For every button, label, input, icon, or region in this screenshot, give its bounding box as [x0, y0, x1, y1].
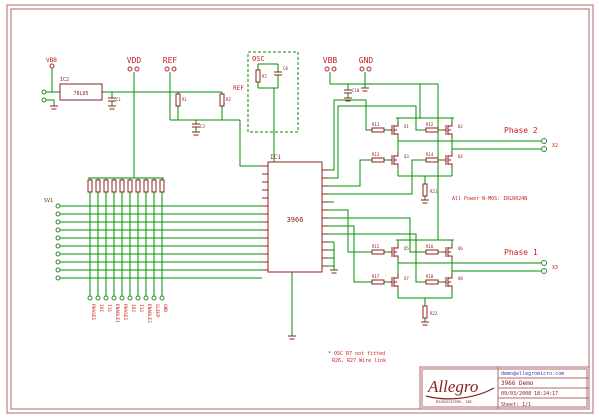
- osc-note-2: R26, R27 Wire link: [332, 358, 386, 364]
- ic-ref: IC1: [270, 154, 281, 161]
- signal-label-6: I12: [138, 304, 144, 312]
- osc-section-box: [247, 51, 299, 133]
- main-ic: [262, 161, 328, 273]
- components: [49, 51, 453, 340]
- allegro-logo: Allegro: [427, 377, 478, 396]
- vbb-label: VBB: [323, 56, 338, 65]
- q6-ref: Q6: [458, 246, 463, 251]
- title-block: Allegro MICROSYSTEMS, INC. demo@allegrom…: [419, 366, 590, 410]
- titleblock-project: 3966 Demo: [501, 380, 534, 387]
- vdd-label: VDD: [127, 56, 142, 65]
- titleblock-sheet: Sheet: 1/1: [501, 402, 531, 408]
- labels: VBB VDD REF OSC REF VBB GND Phase 2 Phas…: [44, 55, 558, 364]
- vbb-left-label: VBB: [46, 57, 57, 64]
- mosfet-q1: [388, 121, 399, 139]
- connector-ref: SV1: [44, 198, 53, 204]
- r22-ref: R22: [430, 311, 438, 316]
- x2-label: X2: [552, 143, 558, 149]
- mosfet-q6: [442, 243, 453, 261]
- r16-ref: R16: [426, 244, 434, 249]
- mosfet-q8: [442, 273, 453, 291]
- r18-ref: R18: [426, 274, 434, 279]
- regulator-ref: IC2: [60, 77, 69, 83]
- r1-ref: R1: [182, 97, 187, 102]
- titleblock-email: demo@allegromicro.com: [501, 371, 564, 377]
- r11-ref: R11: [372, 122, 380, 127]
- x3-label: X3: [552, 265, 558, 271]
- q3-ref: Q3: [404, 154, 409, 159]
- nmos-note: All Power N-MOS: IRLR024N: [452, 196, 527, 202]
- q8-ref: Q8: [458, 276, 463, 281]
- voltage-regulator: [59, 83, 103, 101]
- mosfet-q4: [442, 151, 453, 169]
- mosfet-q5: [388, 243, 399, 261]
- mosfet-q2: [442, 121, 453, 139]
- mosfet-q3: [388, 151, 399, 169]
- q7-ref: Q7: [404, 276, 409, 281]
- signal-label-3: ENABLE1: [114, 304, 120, 323]
- drawing-frame: [6, 4, 594, 414]
- r17-ref: R17: [372, 274, 380, 279]
- q1-ref: Q1: [404, 124, 409, 129]
- ref-label: REF: [163, 56, 178, 65]
- r13-ref: R13: [372, 152, 380, 157]
- ic-value: 3966: [287, 216, 304, 224]
- c8-ref: C8: [283, 66, 288, 71]
- mosfet-q7: [388, 273, 399, 291]
- signal-label-4: PHASE2: [122, 304, 128, 321]
- signal-label-1: I01: [98, 304, 104, 312]
- r15-ref: R15: [372, 244, 380, 249]
- q4-ref: Q4: [458, 154, 463, 159]
- r2-ref: R2: [226, 97, 231, 102]
- q2-ref: Q2: [458, 124, 463, 129]
- wires: [46, 63, 541, 336]
- r21-ref: R21: [430, 189, 438, 194]
- connector-pads: [41, 63, 547, 301]
- phase1-label: Phase 1: [504, 248, 538, 257]
- signal-label-2: I11: [106, 304, 112, 312]
- r12-ref: R12: [426, 122, 434, 127]
- signal-label-0: PHASE1: [90, 304, 96, 321]
- r7-ref: R7: [262, 74, 267, 79]
- ref-inner-label: REF: [233, 85, 244, 92]
- gnd-label: GND: [359, 56, 374, 65]
- c10-ref: C10: [352, 88, 360, 93]
- titleblock-datetime: 09/03/2008 18:24:17: [501, 391, 558, 397]
- signal-label-9: GND: [162, 304, 168, 312]
- signal-label-7: ENABLE2: [146, 304, 152, 323]
- osc-note-1: * OSC R7 not fitted: [328, 351, 385, 357]
- c3-ref: C3: [200, 124, 205, 129]
- signal-label-5: I02: [130, 304, 136, 312]
- phase2-label: Phase 2: [504, 126, 538, 135]
- regulator-value: 78L05: [73, 91, 88, 97]
- signal-label-8: SLEEP: [154, 304, 160, 318]
- allegro-logo-subtext: MICROSYSTEMS, INC.: [436, 400, 474, 404]
- c1-ref: C1: [116, 97, 121, 102]
- r14-ref: R14: [426, 152, 434, 157]
- q5-ref: Q5: [404, 246, 409, 251]
- osc-label: OSC: [252, 55, 265, 63]
- allegro-logo-swoosh: [425, 387, 495, 400]
